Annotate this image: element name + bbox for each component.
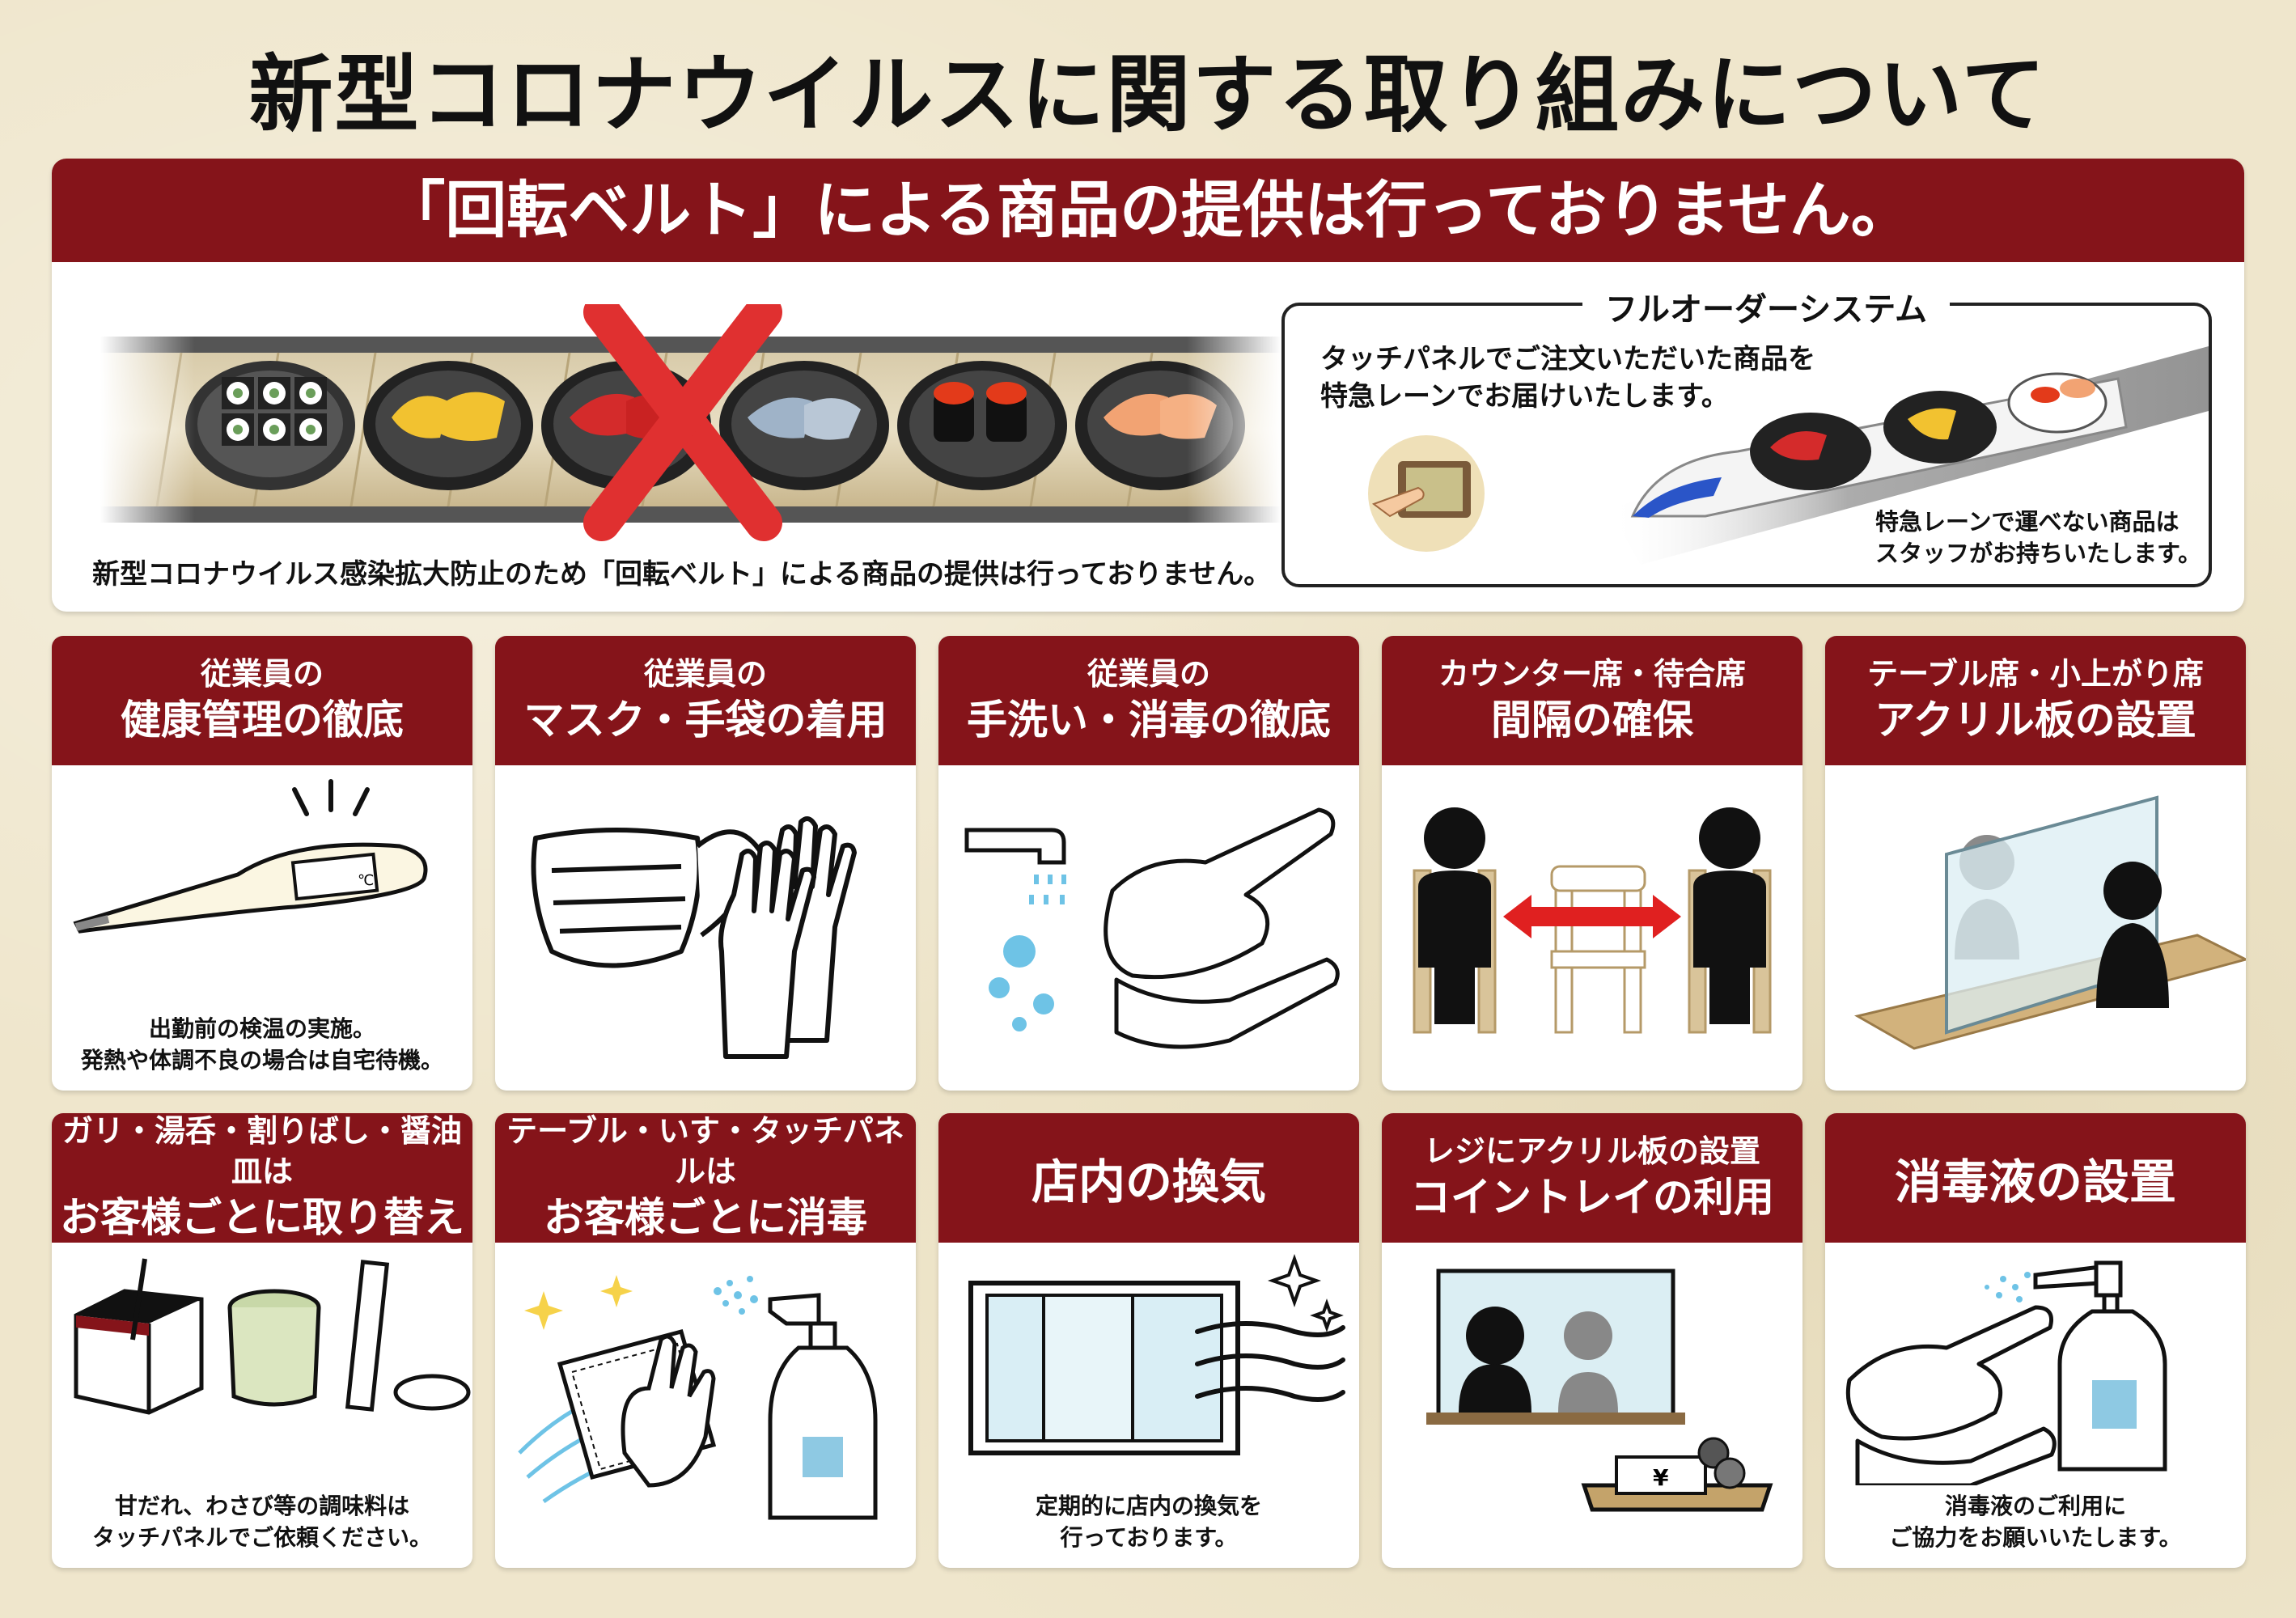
coin-symbol: ¥	[1653, 1464, 1669, 1491]
express-lane-train-icon	[1368, 346, 2209, 565]
disinfect-spray-icon	[518, 1275, 878, 1520]
full-order-title: フルオーダーシステム	[1582, 283, 1950, 330]
card-table-disinfect: テーブル・いす・タッチパネルは お客様ごとに消毒	[495, 1113, 916, 1568]
handwash-icon	[964, 807, 1340, 1049]
card-caption: 定期的に店内の換気を 行っております。	[1035, 1493, 1262, 1552]
mask-gloves-icon	[531, 816, 857, 1059]
prohibit-cross-icon	[583, 304, 782, 541]
full-order-desc: タッチパネルでご注文いただいた商品を 特急レーンでお届けいたします。	[1320, 343, 1815, 413]
belt-notice-header: 「回転ベルト」による商品の提供は行っておりません。	[52, 159, 2244, 262]
thermometer-unit: ℃	[358, 872, 374, 889]
thermometer-icon: ℃	[73, 779, 428, 934]
card-header: ガリ・湯呑・割りばし・醤油皿は お客様ごとに取り替え	[52, 1113, 472, 1243]
card-register-partition: レジにアクリル板の設置 コイントレイの利用 ¥	[1382, 1113, 1802, 1568]
card-header: 従業員の 手洗い・消毒の徹底	[938, 636, 1359, 765]
card-header: レジにアクリル板の設置 コイントレイの利用	[1382, 1113, 1802, 1243]
card-handwash: 従業員の 手洗い・消毒の徹底	[938, 636, 1359, 1091]
card-acrylic-partition: テーブル席・小上がり席 アクリル板の設置	[1825, 636, 2246, 1091]
seat-distance-icon	[1413, 807, 1772, 1034]
sanitizer-icon	[1845, 1260, 2167, 1485]
ventilation-icon	[968, 1253, 1345, 1455]
card-header: テーブル・いす・タッチパネルは お客様ごとに消毒	[495, 1113, 916, 1243]
card-tableware-replace: ガリ・湯呑・割りばし・醤油皿は お客様ごとに取り替え 甘だれ、わさび等の調味料は…	[52, 1113, 472, 1568]
sushi-belt-icon	[100, 304, 1281, 547]
full-order-note: 特急レーンで運べない商品は スタッフがお持ちいたします。	[1875, 508, 2202, 568]
card-header: 店内の換気	[938, 1113, 1359, 1243]
card-mask-gloves: 従業員の マスク・手袋の着用	[495, 636, 916, 1091]
full-order-box: フルオーダーシステム タッチパネルでご注文いただいた商品を 特急レーンでお届けい…	[1281, 283, 2212, 587]
card-health-management: 従業員の 健康管理の徹底 ℃ 出勤前の検温の実施。 発熱や体調不良の場合は自宅待…	[52, 636, 472, 1091]
card-header: カウンター席・待合席 間隔の確保	[1382, 636, 1802, 765]
belt-notice-panel: 「回転ベルト」による商品の提供は行っておりません。	[52, 159, 2244, 612]
card-caption: 甘だれ、わさび等の調味料は タッチパネルでご依頼ください。	[91, 1493, 432, 1552]
card-header: 従業員の マスク・手袋の着用	[495, 636, 916, 765]
card-ventilation: 店内の換気 定期的に店内の換気を 行っております。	[938, 1113, 1359, 1568]
page-title: 新型コロナウイルスに関する取り組みについて	[248, 45, 2048, 144]
card-caption: 消毒液のご利用に ご協力をお願いいたします。	[1889, 1493, 2182, 1552]
belt-caption: 新型コロナウイルス感染拡大防止のため「回転ベルト」による商品の提供は行っておりま…	[92, 558, 1272, 591]
tableware-icon	[74, 1258, 471, 1415]
card-header: 従業員の 健康管理の徹底	[52, 636, 472, 765]
register-partition-icon: ¥	[1426, 1269, 1773, 1512]
card-sanitizer: 消毒液の設置 消毒液のご利用に ご協力をお願いいたします。	[1825, 1113, 2246, 1568]
card-header: 消毒液の設置	[1825, 1113, 2246, 1243]
card-header: テーブル席・小上がり席 アクリル板の設置	[1825, 636, 2246, 765]
card-seat-distance: カウンター席・待合席 間隔の確保	[1382, 636, 1802, 1091]
acrylic-partition-icon	[1853, 795, 2246, 1050]
card-caption: 出勤前の検温の実施。 発熱や体調不良の場合は自宅待機。	[80, 1015, 443, 1074]
